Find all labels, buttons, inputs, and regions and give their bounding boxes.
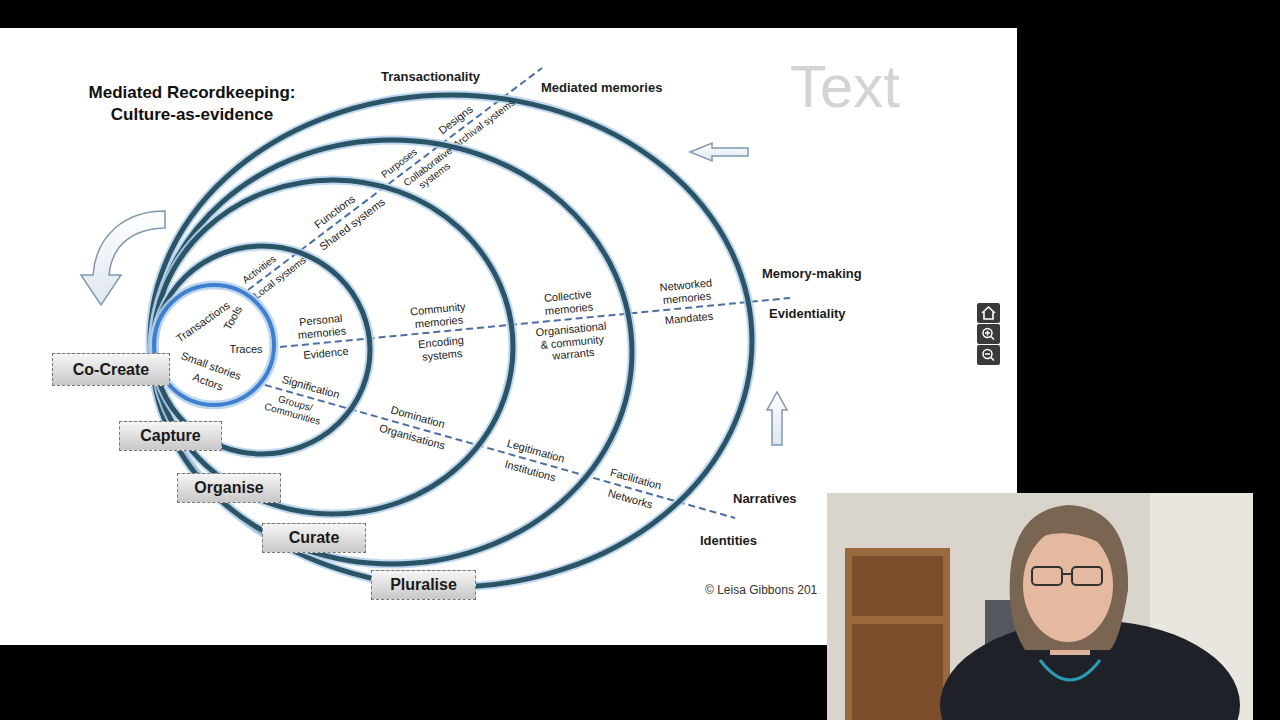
ring-term: Encoding systems: [401, 332, 483, 365]
webcam-inset: [827, 493, 1253, 720]
stage-label: Pluralise: [390, 576, 457, 594]
stage-box: Pluralise: [371, 570, 476, 600]
ring-stroke: [150, 95, 752, 587]
ring-circle: PurposesCollaborative systemsCollective …: [142, 130, 642, 574]
zoom-in-button: [977, 324, 1000, 344]
bookshelf: [845, 548, 950, 720]
axis-lines: [248, 68, 790, 518]
diagram-title: Mediated Recordkeeping: Culture-as-evide…: [78, 82, 306, 126]
ring-stroke: [152, 140, 632, 564]
zoom-out-button: [977, 345, 1000, 365]
ring-term: Collective memories: [527, 286, 609, 319]
stage-label: Capture: [140, 427, 200, 445]
person-fringe: [1023, 515, 1112, 548]
axis-label: Transactionality: [381, 69, 480, 84]
shelf-compartment: [852, 556, 943, 616]
stage-label: Co-Create: [73, 361, 149, 379]
zoom-out-mark: [985, 354, 994, 361]
ring-stroke: [154, 285, 274, 405]
zoom-in-mark: [985, 331, 994, 340]
ring-term: Networked memories: [645, 275, 727, 308]
glasses-bridge: [1062, 573, 1072, 575]
stage-box: Organise: [177, 473, 281, 503]
stage-label: Organise: [194, 479, 263, 497]
axis-label: Narratives: [733, 491, 797, 506]
ring-circle: FunctionsShared systemsCommunity memorie…: [143, 170, 523, 524]
ring-glow: [152, 140, 632, 564]
ring-circle: TransactionsToolsTracesSmall storiesActo…: [144, 275, 284, 415]
ring-term: Evidence: [303, 345, 349, 362]
ring-stroke: [153, 180, 513, 514]
stage-label: Curate: [289, 529, 340, 547]
axis-label: Memory-making: [762, 266, 862, 281]
ring-term: Personal memories: [288, 311, 356, 342]
ring-glow: [150, 95, 752, 587]
ring-glow: [153, 180, 513, 514]
necklace: [1040, 660, 1100, 680]
glasses-right: [1072, 567, 1102, 585]
ring-glow: [154, 285, 274, 405]
copyright-note: © Leisa Gibbons 201: [705, 583, 817, 597]
ring-term: Archival systems: [451, 97, 517, 151]
axis-label: Identities: [700, 533, 757, 548]
stage-box: Capture: [119, 421, 222, 451]
watermark: Text: [790, 52, 900, 121]
person-hair: [1010, 505, 1128, 650]
ring-term: Mandates: [664, 309, 713, 326]
stage-box: Co-Create: [52, 353, 170, 386]
ring-term: Traces: [229, 343, 262, 356]
shelf-compartment: [852, 624, 943, 720]
person-face: [1023, 528, 1113, 642]
axis-label: Evidentiality: [769, 306, 846, 321]
ring-term: Networks: [606, 487, 654, 512]
axis-label: Mediated memories: [541, 80, 662, 95]
home-icon: [982, 307, 995, 319]
up-arrow: [767, 392, 787, 445]
home-button: [977, 303, 1000, 323]
glasses-left: [1032, 567, 1062, 585]
nav-widget: [977, 303, 1000, 365]
left-arrow: [690, 143, 748, 161]
ring-term: Community memories: [398, 299, 480, 332]
ring-outline: [144, 275, 284, 415]
stage-box: Curate: [262, 523, 366, 553]
ring-circle: DesignsArchival systemsNetworked memorie…: [140, 85, 762, 597]
ring-term: Organisational & community warrants: [530, 319, 613, 364]
